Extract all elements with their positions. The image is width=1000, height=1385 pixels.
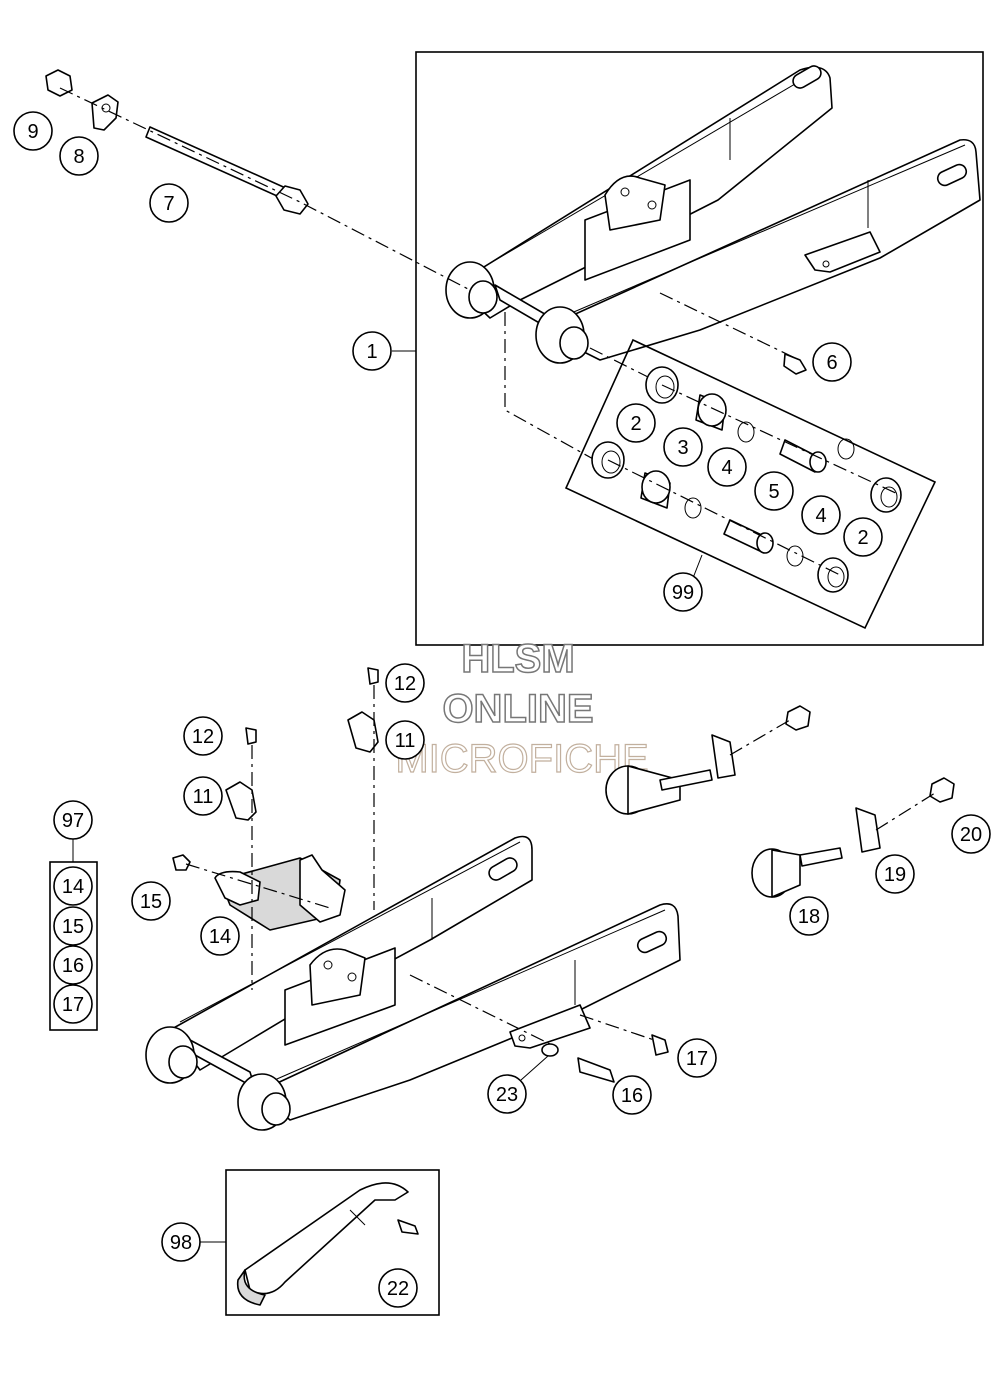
callout-4: 4 bbox=[801, 495, 841, 535]
callout-label: 15 bbox=[140, 891, 162, 913]
callout-12: 12 bbox=[385, 663, 425, 703]
callout-label: 3 bbox=[677, 437, 688, 459]
callout-99: 99 bbox=[663, 572, 703, 612]
callout-14: 14 bbox=[200, 916, 240, 956]
callout-label: 9 bbox=[27, 121, 38, 143]
callout-14: 14 bbox=[53, 866, 93, 906]
callout-label: 4 bbox=[721, 457, 732, 479]
callout-20: 20 bbox=[951, 814, 991, 854]
callout-1: 1 bbox=[352, 331, 392, 371]
chain-roller-parts bbox=[541, 705, 955, 1083]
callout-label: 23 bbox=[496, 1084, 518, 1106]
callout-label: 1 bbox=[366, 341, 377, 363]
callout-label: 11 bbox=[193, 786, 214, 808]
callout-16: 16 bbox=[53, 945, 93, 985]
bearing-kit-frame bbox=[564, 338, 937, 630]
callout-label: 18 bbox=[798, 906, 820, 928]
callout-23: 23 bbox=[487, 1074, 527, 1114]
callout-label: 16 bbox=[621, 1085, 643, 1107]
callout-label: 11 bbox=[395, 730, 416, 752]
callout-label: 7 bbox=[163, 193, 174, 215]
callout-label: 5 bbox=[768, 481, 779, 503]
swingarm-lower bbox=[145, 835, 681, 1131]
callout-6: 6 bbox=[812, 342, 852, 382]
callout-12: 12 bbox=[183, 716, 223, 756]
bearing-kit-parts bbox=[591, 366, 902, 593]
watermark-line3: MICROFICHE bbox=[395, 737, 648, 781]
callout-label: 2 bbox=[630, 413, 641, 435]
callout-11: 11 bbox=[183, 776, 223, 816]
callout-19: 19 bbox=[875, 854, 915, 894]
callout-label: 98 bbox=[170, 1232, 192, 1254]
callout-2: 2 bbox=[843, 517, 883, 557]
callout-9: 9 bbox=[13, 111, 53, 151]
callout-label: 12 bbox=[394, 673, 416, 695]
callout-label: 22 bbox=[387, 1278, 409, 1300]
callout-97: 97 bbox=[53, 800, 93, 840]
callout-15: 15 bbox=[131, 881, 171, 921]
watermark-line1: HLSM bbox=[461, 637, 574, 681]
callout-17: 17 bbox=[53, 984, 93, 1024]
chain-slider bbox=[236, 1182, 419, 1306]
callout-18: 18 bbox=[789, 896, 829, 936]
callout-label: 17 bbox=[686, 1048, 708, 1070]
axle-centerline bbox=[59, 87, 471, 291]
callout-2: 2 bbox=[616, 403, 656, 443]
callout-label: 17 bbox=[62, 994, 84, 1016]
callout-label: 2 bbox=[857, 527, 868, 549]
callout-98: 98 bbox=[161, 1222, 201, 1262]
callout-label: 12 bbox=[192, 726, 214, 748]
callout-4: 4 bbox=[707, 447, 747, 487]
callout-7: 7 bbox=[149, 183, 189, 223]
callout-label: 6 bbox=[826, 352, 837, 374]
callout-22: 22 bbox=[378, 1268, 418, 1308]
callout-15: 15 bbox=[53, 906, 93, 946]
chain-guide-parts bbox=[172, 667, 379, 931]
callout-8: 8 bbox=[59, 136, 99, 176]
callout-label: 4 bbox=[815, 505, 826, 527]
swingarm-upper bbox=[445, 65, 981, 364]
callout-label: 20 bbox=[960, 824, 982, 846]
callout-11: 11 bbox=[385, 720, 425, 760]
callout-label: 19 bbox=[884, 864, 906, 886]
callout-label: 14 bbox=[209, 926, 231, 948]
callout-label: 97 bbox=[62, 810, 84, 832]
callout-17: 17 bbox=[677, 1038, 717, 1078]
watermark-line2: ONLINE bbox=[442, 687, 593, 731]
assembly-frame-upper bbox=[415, 51, 984, 646]
callout-16: 16 bbox=[612, 1075, 652, 1115]
callout-label: 16 bbox=[62, 955, 84, 977]
callout-label: 15 bbox=[62, 916, 84, 938]
callout-5: 5 bbox=[754, 471, 794, 511]
callout-label: 99 bbox=[672, 582, 694, 604]
callout-label: 14 bbox=[62, 876, 84, 898]
callout-3: 3 bbox=[663, 427, 703, 467]
callout-label: 8 bbox=[73, 146, 84, 168]
